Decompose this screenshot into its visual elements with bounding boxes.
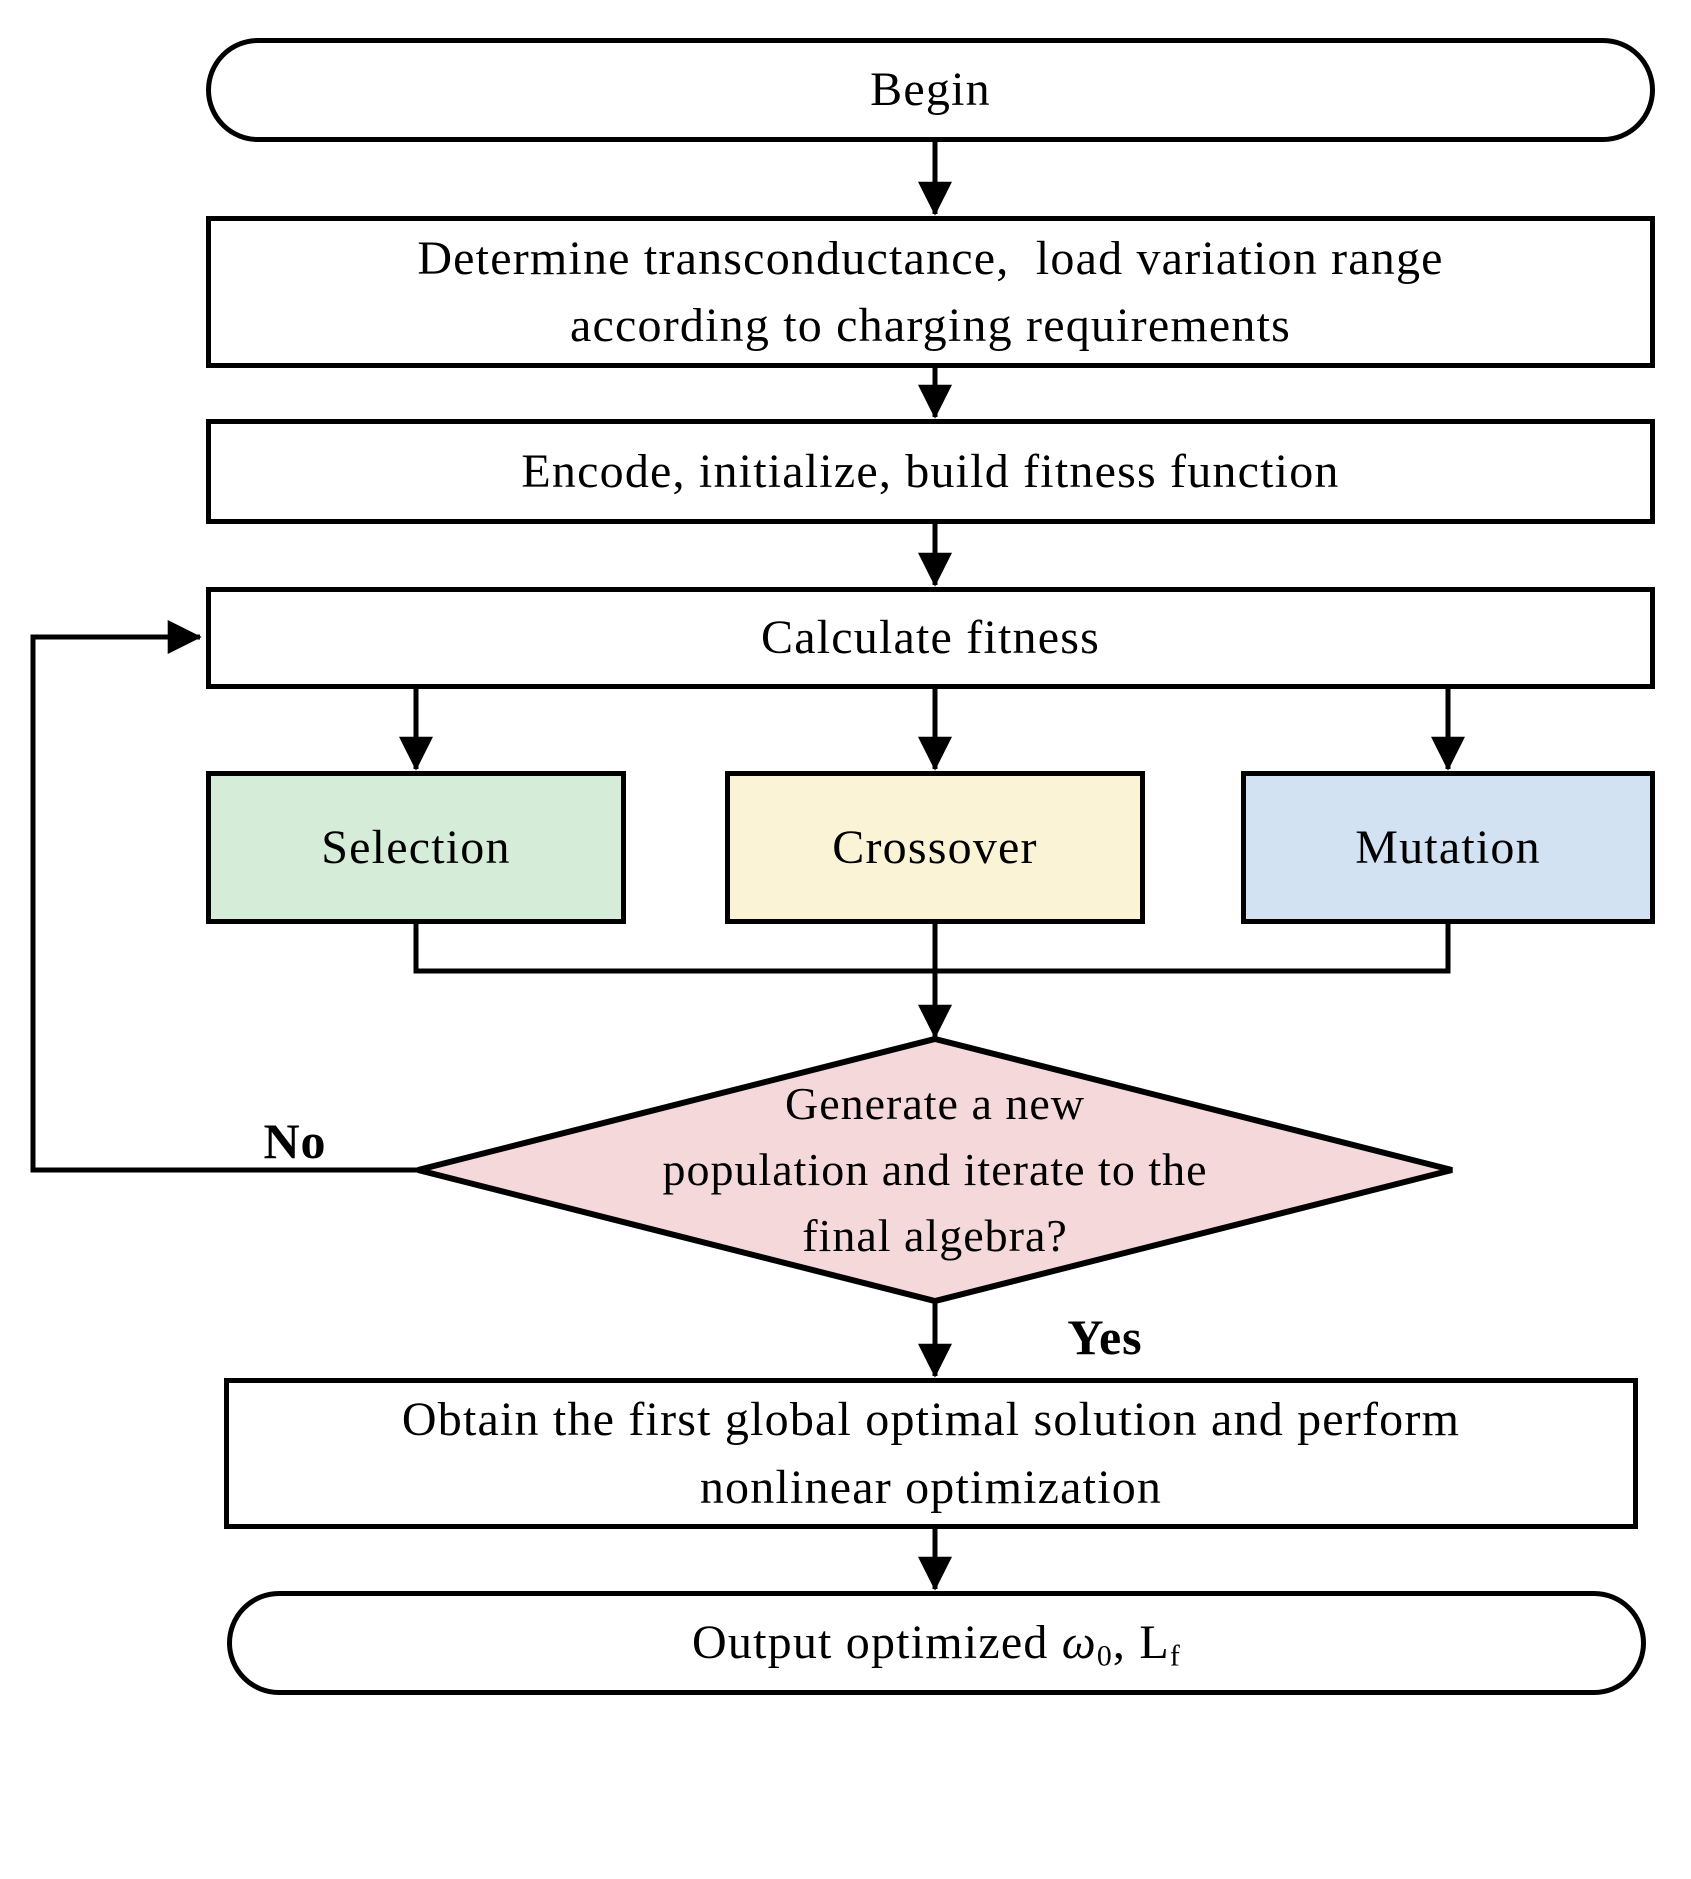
node-mutation: Mutation (1241, 771, 1655, 924)
node-decision-line1: Generate a new (784, 1078, 1086, 1129)
node-output-separator: , L (1112, 1616, 1170, 1670)
node-obtain-line2: nonlinear optimization (699, 1460, 1163, 1514)
node-selection-label: Selection (321, 820, 511, 874)
branch-label-yes-text: Yes (1067, 1309, 1143, 1365)
node-output: Output optimized ω0, Lf (227, 1591, 1646, 1695)
branch-label-no: No (215, 1111, 375, 1171)
node-decision-text: Generate a new population and iterate to… (518, 1072, 1352, 1268)
node-decision-line3: final algebra? (802, 1210, 1068, 1261)
node-calculate-fitness-label: Calculate fitness (761, 611, 1100, 665)
branch-label-no-text: No (263, 1113, 327, 1169)
node-selection: Selection (206, 771, 626, 924)
loop-no-connector (30, 619, 418, 1173)
node-determine-line2: according to charging requirements (569, 299, 1291, 352)
decision-diamond-shape (417, 1035, 1453, 1305)
omega-symbol: ω (1061, 1616, 1097, 1670)
node-calculate-fitness: Calculate fitness (206, 587, 1655, 689)
node-mutation-label: Mutation (1355, 820, 1541, 874)
node-begin-label: Begin (870, 63, 991, 117)
node-obtain: Obtain the first global optimal solution… (224, 1378, 1638, 1529)
node-determine: Determine transconductance, load variati… (206, 216, 1655, 368)
node-encode: Encode, initialize, build fitness functi… (206, 419, 1655, 524)
node-crossover: Crossover (725, 771, 1145, 924)
branch-label-yes: Yes (1025, 1307, 1185, 1367)
node-determine-line1: Determine transconductance, load variati… (417, 231, 1444, 285)
node-decision-line2: population and iterate to the (662, 1144, 1208, 1195)
node-begin: Begin (206, 38, 1655, 142)
node-encode-label: Encode, initialize, build fitness functi… (521, 444, 1340, 498)
node-output-prefix: Output optimized (692, 1616, 1062, 1670)
node-output-label: Output optimized ω0, Lf (692, 1609, 1181, 1676)
node-obtain-line1: Obtain the first global optimal solution… (401, 1393, 1461, 1447)
l-subscript: f (1169, 1639, 1181, 1673)
omega-subscript: 0 (1096, 1639, 1113, 1673)
node-crossover-label: Crossover (832, 820, 1038, 874)
